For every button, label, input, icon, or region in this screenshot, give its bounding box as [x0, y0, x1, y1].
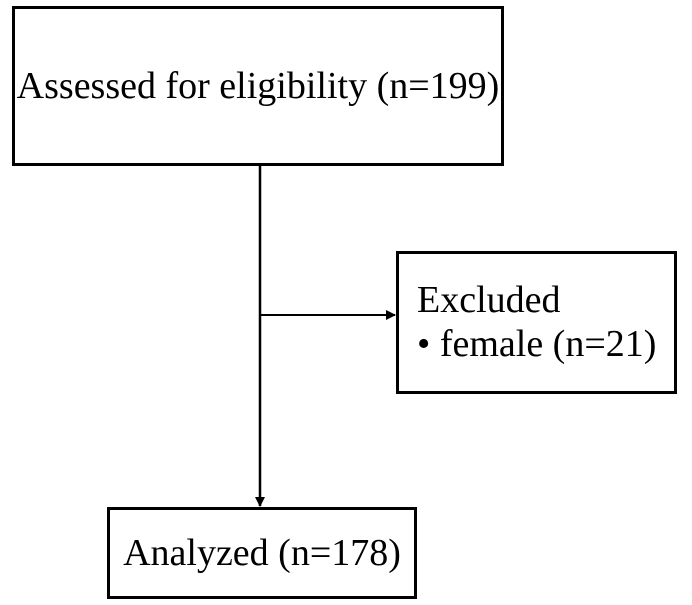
analyzed-label: Analyzed (n=178) — [123, 532, 401, 574]
excluded-box: Excluded • female (n=21) — [396, 251, 677, 394]
bullet-marker: • — [417, 323, 431, 365]
assessed-label: Assessed for eligibility (n=199) — [16, 65, 500, 107]
excluded-item: • female (n=21) — [417, 322, 674, 366]
excluded-title: Excluded — [417, 279, 561, 321]
excluded-item-label: female (n=21) — [439, 323, 657, 365]
assessed-box: Assessed for eligibility (n=199) — [12, 6, 504, 166]
analyzed-box: Analyzed (n=178) — [107, 507, 417, 599]
